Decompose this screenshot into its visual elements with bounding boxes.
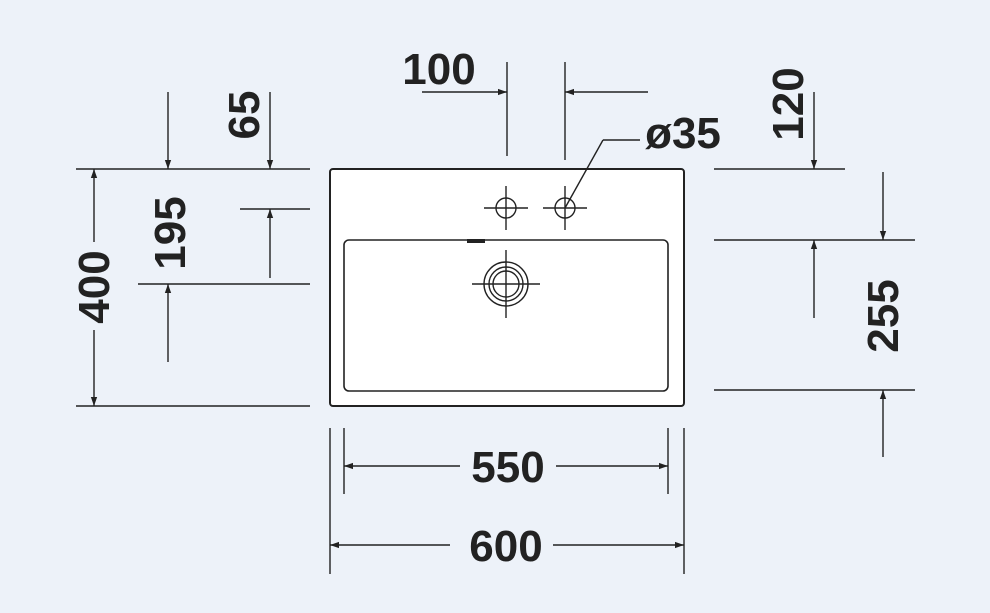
dimension-tap-to-bowl: 195 xyxy=(138,196,310,362)
label-total-width: 600 xyxy=(469,522,542,571)
label-back-to-bowl: 120 xyxy=(764,67,813,140)
label-tap-to-bowl: 195 xyxy=(146,196,195,269)
label-total-depth: 400 xyxy=(70,250,119,323)
label-tap-spacing: 100 xyxy=(402,45,475,94)
dimension-total-width: 600 xyxy=(329,428,685,574)
tap-hole-left xyxy=(484,186,528,230)
label-bowl-width: 550 xyxy=(471,443,544,492)
dimension-tap-to-edge: 65 xyxy=(164,91,310,210)
label-tap-hole-diameter: ø35 xyxy=(645,109,721,158)
label-bowl-depth: 255 xyxy=(859,279,908,352)
label-tap-to-edge: 65 xyxy=(220,91,269,140)
dimension-back-to-bowl: 120 xyxy=(714,67,915,241)
dimension-bowl-depth: 255 xyxy=(714,240,915,457)
dimension-tap-hole-diameter: ø35 xyxy=(564,109,721,209)
dimension-tap-spacing: 100 xyxy=(402,45,648,160)
dimension-bowl-width: 550 xyxy=(343,428,669,494)
basin-top-view xyxy=(329,168,685,407)
drain-icon xyxy=(472,250,540,318)
dimension-total-depth: 400 xyxy=(70,168,310,407)
